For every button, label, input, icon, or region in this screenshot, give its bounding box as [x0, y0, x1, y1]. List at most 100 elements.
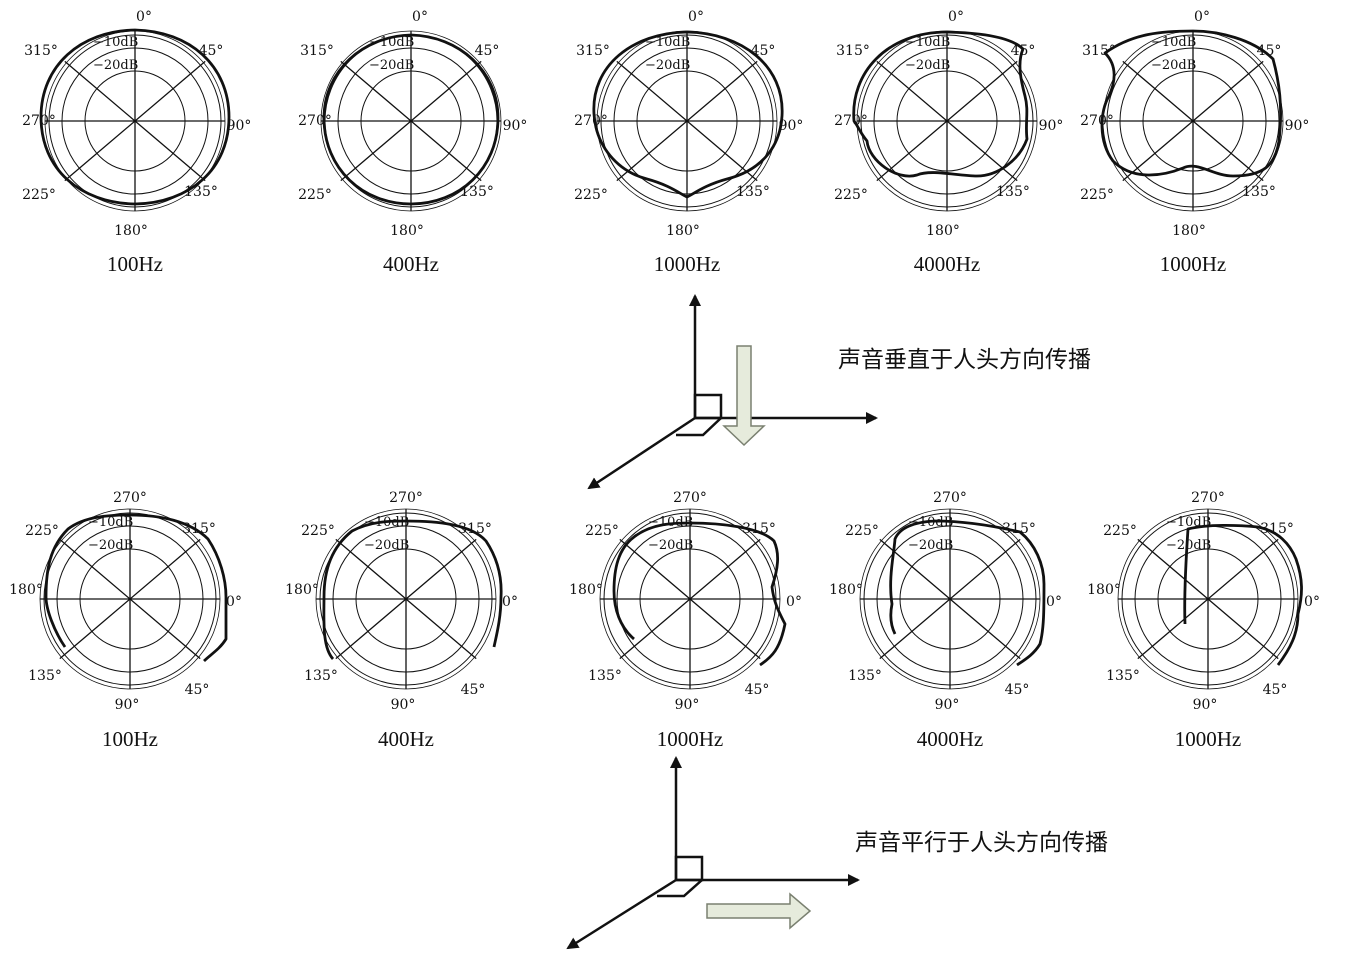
angle-label: 90°: [779, 118, 804, 134]
polar-plot: 270°315°0°45°90°135°180°225°−10dB−20dB: [1087, 490, 1320, 713]
frequency-label: 100Hz: [107, 252, 163, 276]
angle-label: 225°: [22, 187, 56, 203]
angle-label: 270°: [574, 113, 608, 129]
db-label: −20dB: [364, 538, 409, 553]
angle-label: 180°: [285, 582, 319, 598]
angle-label: 180°: [390, 223, 424, 239]
db-label: −10dB: [648, 515, 693, 530]
angle-label: 270°: [933, 490, 967, 506]
angle-label: 90°: [675, 697, 700, 713]
angle-label: 225°: [834, 187, 868, 203]
angle-label: 270°: [1080, 113, 1114, 129]
angle-label: 270°: [22, 113, 56, 129]
grid-spoke: [1137, 538, 1279, 660]
db-label: −20dB: [369, 58, 414, 73]
db-label: −20dB: [1151, 58, 1196, 73]
frequency-label: 400Hz: [383, 252, 439, 276]
db-label: −20dB: [88, 538, 133, 553]
db-label: −10dB: [905, 35, 950, 50]
db-label: −10dB: [93, 35, 138, 50]
angle-label: 270°: [673, 490, 707, 506]
angle-label: 180°: [666, 223, 700, 239]
angle-label: 90°: [227, 118, 252, 134]
axis-diagonal: [587, 416, 696, 490]
grid-spoke: [340, 60, 482, 182]
response-curve: [1100, 29, 1283, 178]
angle-label: 0°: [688, 9, 704, 25]
angle-label: 45°: [1005, 682, 1030, 698]
angle-label: 270°: [113, 490, 147, 506]
angle-label: 225°: [1080, 187, 1114, 203]
response-curve: [612, 521, 787, 667]
angle-label: 45°: [751, 43, 776, 59]
polar-plot: 0°45°90°135°180°225°270°315°−10dB−20dB: [298, 9, 527, 239]
db-label: −20dB: [645, 58, 690, 73]
grid-spoke: [64, 60, 206, 182]
angle-label: 225°: [1103, 523, 1137, 539]
db-label: −20dB: [648, 538, 693, 553]
response-curve: [889, 519, 1046, 667]
angle-label: 90°: [391, 697, 416, 713]
angle-label: 45°: [1263, 682, 1288, 698]
angle-label: 135°: [848, 668, 882, 684]
grid-spoke: [1122, 60, 1264, 182]
response-curve: [39, 28, 231, 206]
angle-label: 180°: [926, 223, 960, 239]
angle-label: 180°: [1172, 223, 1206, 239]
frequency-label: 4000Hz: [917, 727, 984, 751]
db-label: −20dB: [93, 58, 138, 73]
response-curve: [322, 33, 500, 206]
angle-label: 270°: [389, 490, 423, 506]
db-label: −10dB: [369, 35, 414, 50]
grid-spoke: [616, 60, 758, 182]
angle-label: 0°: [948, 9, 964, 25]
axes-glyph-parallel: [566, 756, 860, 950]
db-label: −10dB: [88, 515, 133, 530]
angle-label: 135°: [588, 668, 622, 684]
frequency-label: 1000Hz: [1175, 727, 1242, 751]
polar-plot: 0°45°90°135°180°225°270°315°−10dB−20dB: [22, 9, 251, 239]
corner-foot: [676, 417, 722, 437]
angle-label: 315°: [836, 43, 870, 59]
grid-spoke: [59, 538, 201, 660]
polar-plot: 0°45°90°135°180°225°270°315°−10dB−20dB: [834, 9, 1063, 239]
angle-label: 315°: [24, 43, 58, 59]
polar-plot: 0°45°90°135°180°225°270°315°−10dB−20dB: [574, 9, 803, 239]
angle-label: 135°: [996, 184, 1030, 200]
angle-label: 45°: [185, 682, 210, 698]
corner-box: [674, 855, 704, 882]
sound-direction-down-arrow: [722, 345, 766, 447]
polar-plot: 270°315°0°45°90°135°180°225°−10dB−20dB: [285, 490, 518, 713]
angle-label: 180°: [569, 582, 603, 598]
frequency-label: 100Hz: [102, 727, 158, 751]
angle-label: 135°: [184, 184, 218, 200]
db-label: −10dB: [364, 515, 409, 530]
angle-label: 45°: [1257, 43, 1282, 59]
angle-label: 90°: [1039, 118, 1064, 134]
polar-plot: 270°315°0°45°90°135°180°225°−10dB−20dB: [569, 490, 802, 713]
angle-label: 270°: [1191, 490, 1225, 506]
angle-label: 315°: [1260, 521, 1294, 537]
angle-label: 180°: [1087, 582, 1121, 598]
angle-label: 135°: [736, 184, 770, 200]
angle-label: 270°: [834, 113, 868, 129]
angle-label: 315°: [300, 43, 334, 59]
angle-label: 180°: [9, 582, 43, 598]
response-curve: [44, 513, 228, 663]
response-curve: [592, 30, 784, 199]
angle-label: 315°: [1002, 521, 1036, 537]
grid-spoke: [879, 538, 1021, 660]
frequency-label: 1000Hz: [1160, 252, 1227, 276]
polar-plot: 0°45°90°135°180°225°270°315°−10dB−20dB: [1080, 9, 1309, 239]
angle-label: 135°: [304, 668, 338, 684]
angle-label: 0°: [1304, 594, 1320, 610]
angle-label: 135°: [1106, 668, 1140, 684]
angle-label: 180°: [829, 582, 863, 598]
angle-label: 270°: [298, 113, 332, 129]
corner-foot: [657, 879, 703, 898]
caption-parallel: 声音平行于人头方向传播: [855, 830, 1108, 856]
frequency-label: 400Hz: [378, 727, 434, 751]
db-label: −20dB: [905, 58, 950, 73]
angle-label: 315°: [182, 521, 216, 537]
response-curve: [852, 30, 1029, 178]
